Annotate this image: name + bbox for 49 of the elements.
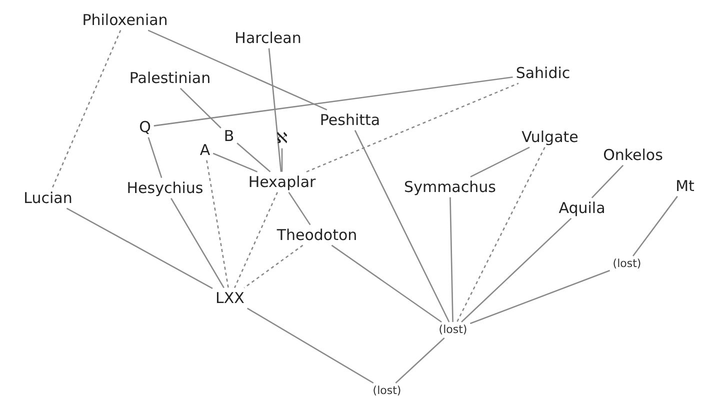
dashed-line [244,244,304,288]
node-label: A [198,140,212,160]
node-label: Mt [674,176,696,196]
connector-line [632,196,678,256]
node-label: Peshitta [318,110,382,130]
node-label: Symmachus [402,178,498,196]
node-label: Theodoton [274,226,360,244]
connector-line [461,218,572,322]
connector-line [354,130,450,322]
connector-line [450,197,454,322]
connector-line [148,137,162,178]
connector-line [395,338,445,384]
node-label: Hesychius [124,178,206,198]
connector-line [170,198,224,288]
connector-line [180,88,222,128]
dashed-line [52,30,122,188]
node-label: Hexaplar [246,172,318,192]
node-label: Philoxenian [80,10,170,30]
connector-line [212,152,258,172]
node-label: Aquila [556,198,608,218]
node-label: LXX [214,288,246,308]
node-label: Onkelos [601,146,665,164]
connector-line [148,30,328,110]
node-label: Sahidic [514,64,572,82]
node-label: (lost) [370,384,404,398]
node-label: ℵ [274,128,290,148]
connector-line [470,270,610,324]
connector-line [331,244,442,323]
connector-line [268,48,282,172]
connector-line [236,142,271,172]
connector-line [246,308,374,384]
node-label: (lost) [610,256,644,272]
node-label: Vulgate [520,128,580,146]
node-label: B [222,126,236,146]
connector-line [154,76,513,126]
node-label: Q [137,118,153,136]
node-label: (lost) [436,322,470,338]
node-label: Lucian [22,188,74,208]
dashed-line [206,160,229,288]
connector-line [470,146,530,178]
connector-line [66,208,213,289]
connector-line [288,192,311,226]
dashed-line [456,147,546,322]
connector-line [591,164,624,198]
dashed-line [306,82,519,172]
connector-line [281,148,283,172]
node-label: Palestinian [127,68,213,88]
dashed-line [234,192,278,288]
node-label: Harclean [232,28,304,48]
